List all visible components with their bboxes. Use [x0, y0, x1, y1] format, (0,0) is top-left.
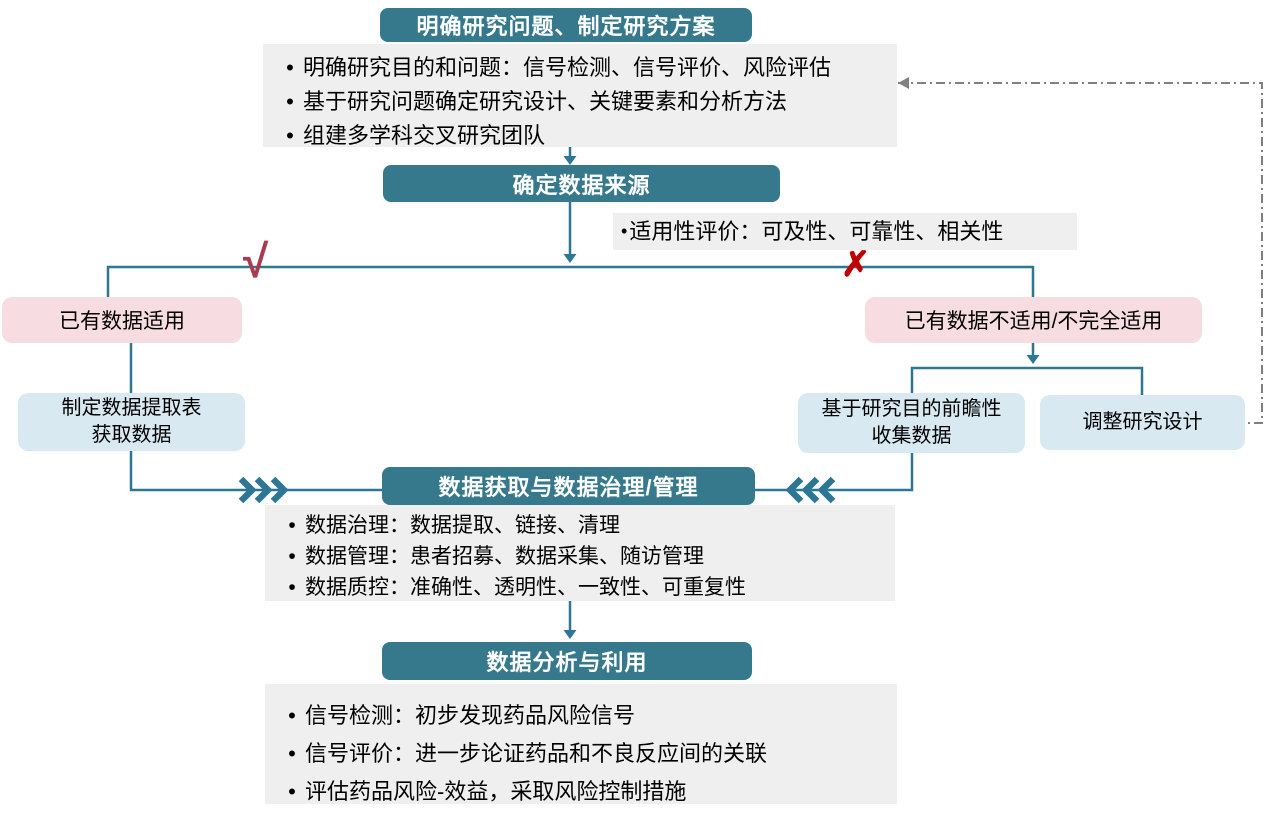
bullet-item: • 数据质控：准确性、透明性、一致性、可重复性	[279, 572, 881, 603]
bullet-item: • 信号评价：进一步论证药品和不良反应间的关联	[279, 735, 883, 773]
branch-no-label: 已有数据不适用/不完全适用	[865, 297, 1202, 343]
bullet-text: 基于研究问题确定研究设计、关键要素和分析方法	[303, 89, 788, 114]
action-adjust-design: 调整研究设计	[1040, 395, 1245, 450]
action-collect-line2: 收集数据	[871, 425, 952, 447]
action-extract-data: 制定数据提取表 获取数据	[18, 393, 245, 451]
line-action-to-step3	[129, 450, 383, 492]
step3-title: 数据获取与数据治理/管理	[438, 475, 699, 500]
split-line-no-path	[910, 366, 1144, 395]
bullet-dot: •	[288, 741, 296, 766]
chevron-left-icon	[785, 476, 804, 504]
check-mark-icon: √	[243, 235, 269, 287]
bullet-text: 信号评价：进一步论证药品和不良反应间的关联	[305, 741, 768, 766]
bullet-dot: •	[286, 123, 294, 148]
bullet-text: 评估药品风险-效益，采取风险控制措施	[305, 779, 687, 804]
bullet-dot: •	[288, 576, 296, 599]
cross-mark-icon: ✗	[841, 245, 871, 284]
arrowhead-icon	[563, 156, 577, 165]
arrowhead-icon	[563, 254, 577, 263]
arrowhead-icon	[1026, 355, 1040, 364]
bullet-dot: •	[286, 55, 294, 80]
arrowhead-left-icon	[898, 77, 909, 89]
chevron-right-icon	[238, 476, 257, 504]
dashed-feedback-line	[898, 82, 1263, 424]
chevron-left-icon	[801, 476, 820, 504]
bullet-item: • 数据治理：数据提取、链接、清理	[279, 510, 881, 541]
applicability-note: • 适用性评价：可及性、可靠性、相关性	[613, 213, 1077, 250]
step3-details: • 数据治理：数据提取、链接、清理 • 数据管理：患者招募、数据采集、随访管理 …	[265, 505, 895, 601]
chevron-right-icon	[254, 476, 273, 504]
action-adjust-text: 调整研究设计	[1082, 411, 1203, 433]
arrowhead-icon	[563, 630, 577, 639]
bullet-text: 数据质控：准确性、透明性、一致性、可重复性	[305, 576, 746, 599]
bullet-dot: •	[288, 703, 296, 728]
bullet-dot: •	[288, 779, 296, 804]
bullet-item: • 数据管理：患者招募、数据采集、随访管理	[279, 541, 881, 572]
bullet-text: 数据治理：数据提取、链接、清理	[305, 514, 620, 537]
step2-title: 确定数据来源	[512, 172, 651, 198]
bullet-dot: •	[286, 89, 294, 114]
bullet-item: • 基于研究问题确定研究设计、关键要素和分析方法	[277, 85, 883, 119]
step1-header: 明确研究问题、制定研究方案	[380, 8, 752, 42]
bullet-text: 组建多学科交叉研究团队	[303, 123, 546, 148]
step4-details: • 信号检测：初步发现药品风险信号 • 信号评价：进一步论证药品和不良反应间的关…	[265, 684, 897, 804]
action-extract-line1: 制定数据提取表	[61, 397, 202, 419]
step2-header: 确定数据来源	[383, 165, 780, 202]
branch-yes-label: 已有数据适用	[2, 297, 242, 343]
step4-header: 数据分析与利用	[382, 642, 752, 680]
bullet-dot: •	[288, 545, 296, 568]
step1-title: 明确研究问题、制定研究方案	[416, 14, 716, 39]
action-collect-data: 基于研究目的前瞻性 收集数据	[798, 393, 1025, 453]
bullet-text: 明确研究目的和问题：信号检测、信号评价、风险评估	[303, 55, 832, 80]
bullet-dot: •	[288, 514, 296, 537]
branch-line	[106, 265, 1035, 297]
line-collect-to-step3	[755, 453, 914, 492]
branch-no-text: 已有数据不适用/不完全适用	[904, 310, 1163, 333]
bullet-item: • 组建多学科交叉研究团队	[277, 119, 883, 153]
bullet-item: • 评估药品风险-效益，采取风险控制措施	[279, 773, 883, 811]
step4-title: 数据分析与利用	[486, 650, 648, 675]
step3-header: 数据获取与数据治理/管理	[382, 467, 755, 505]
bullet-dot: •	[621, 221, 628, 241]
bullet-item: • 明确研究目的和问题：信号检测、信号评价、风险评估	[277, 51, 883, 85]
action-collect-line1: 基于研究目的前瞻性	[821, 398, 1002, 420]
step1-details: • 明确研究目的和问题：信号检测、信号评价、风险评估 • 基于研究问题确定研究设…	[263, 44, 897, 148]
chevron-left-icon	[817, 476, 836, 504]
action-extract-line2: 获取数据	[91, 424, 172, 446]
branch-yes-text: 已有数据适用	[59, 310, 185, 333]
bullet-item: • 信号检测：初步发现药品风险信号	[279, 697, 883, 735]
applicability-note-text: 适用性评价：可及性、可靠性、相关性	[629, 219, 1004, 244]
bullet-text: 信号检测：初步发现药品风险信号	[305, 703, 636, 728]
bullet-text: 数据管理：患者招募、数据采集、随访管理	[305, 545, 704, 568]
chevron-right-icon	[270, 476, 289, 504]
